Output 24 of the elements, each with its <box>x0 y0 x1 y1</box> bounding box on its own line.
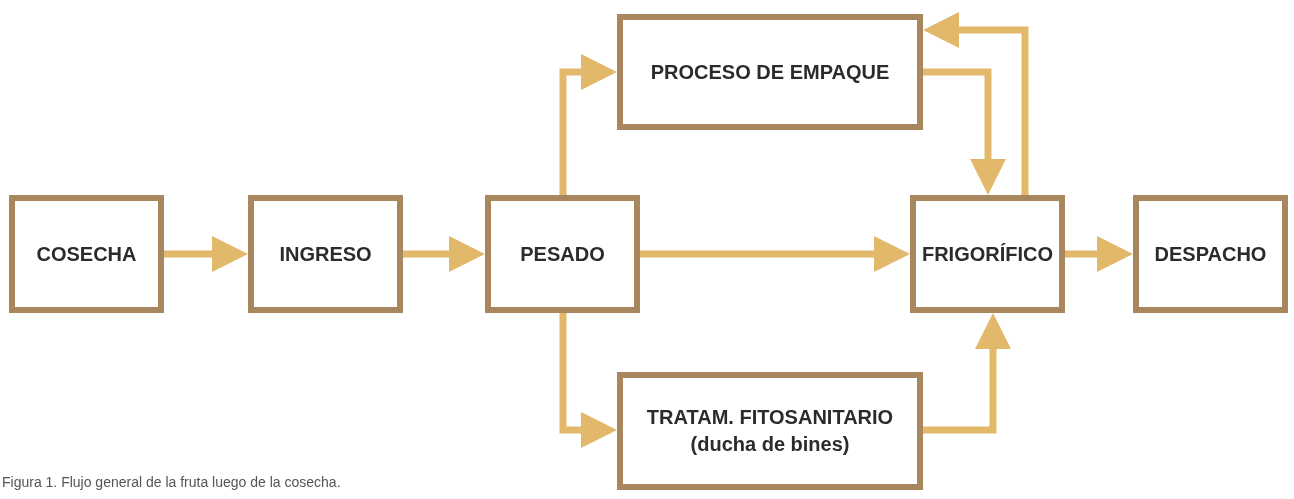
arrow <box>923 68 1006 195</box>
arrow <box>923 313 1011 434</box>
box-label: DESPACHO <box>1153 241 1268 267</box>
process-box <box>248 195 403 313</box>
box-label: FRIGORÍFICO <box>920 241 1055 267</box>
arrow <box>640 236 910 272</box>
box-label: COSECHA <box>35 241 138 267</box>
process-box <box>617 372 923 490</box>
process-box <box>910 195 1065 313</box>
process-box <box>617 14 923 130</box>
process-box <box>485 195 640 313</box>
arrow <box>559 313 617 448</box>
arrow <box>559 54 617 195</box>
arrow <box>403 236 485 272</box>
arrow <box>164 236 248 272</box>
box-label: INGRESO <box>278 241 373 267</box>
box-label: PROCESO DE EMPAQUE <box>649 59 891 85</box>
arrow <box>923 12 1029 195</box>
box-label: PESADO <box>519 241 606 267</box>
box-label: TRATAM. FITOSANITARIO (ducha de bines) <box>645 405 895 457</box>
process-box <box>9 195 164 313</box>
process-box <box>1133 195 1288 313</box>
arrow <box>1065 236 1133 272</box>
figure-caption: Figura 1. Flujo general de la fruta luego de la cosecha. <box>2 474 341 490</box>
